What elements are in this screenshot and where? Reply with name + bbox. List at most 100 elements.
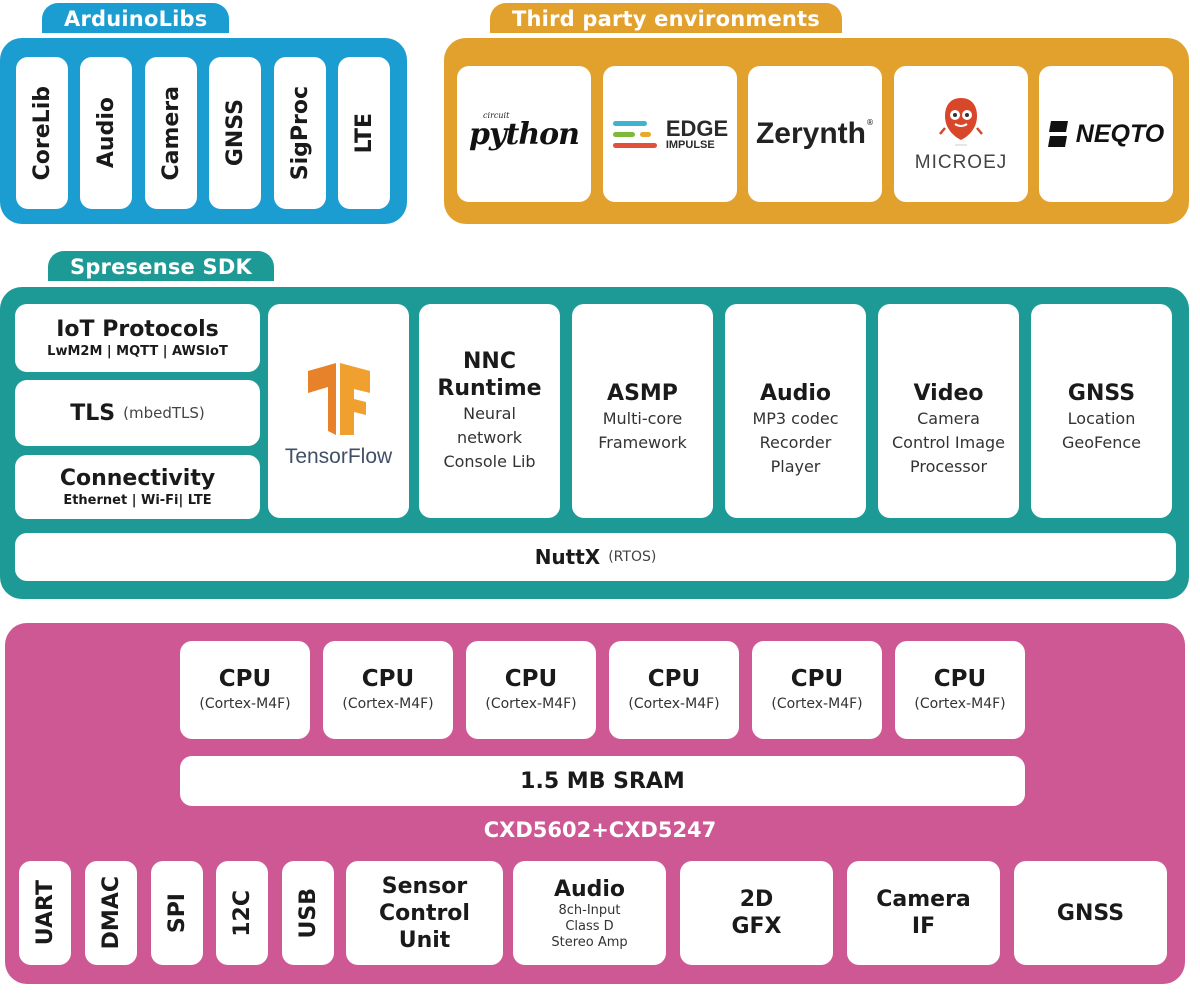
cpu-title: CPU <box>647 666 701 692</box>
peripheral-label: SPI <box>164 892 190 934</box>
connectivity-box: Connectivity Ethernet | Wi-Fi| LTE <box>15 455 260 519</box>
peripheral-spi: SPI <box>151 861 203 965</box>
edge-impulse-logo-icon <box>612 121 657 148</box>
gfx-line: GFX <box>731 914 782 939</box>
cpu-core: CPU (Cortex-M4F) <box>752 641 882 739</box>
gfx-line: 2D <box>739 887 774 912</box>
audio-line: Stereo Amp <box>551 934 628 950</box>
arduino-lib-sigproc: SigProc <box>274 57 326 209</box>
sdk-module-gnss: GNSS Location GeoFence <box>1031 304 1172 518</box>
cpu-sub: (Cortex-M4F) <box>771 696 863 712</box>
cpu-core: CPU (Cortex-M4F) <box>895 641 1025 739</box>
module-line: Camera <box>917 409 980 428</box>
spresense-sdk-title: Spresense SDK <box>48 251 274 281</box>
connectivity-list: Ethernet | Wi-Fi| LTE <box>63 492 212 508</box>
module-line: Multi-core <box>602 409 683 428</box>
nuttx-sub: (RTOS) <box>608 549 657 565</box>
camera-if-line: Camera <box>876 887 971 912</box>
tensorflow-box: TensorFlow <box>268 304 409 518</box>
module-title: Video <box>913 381 984 406</box>
cpu-core: CPU (Cortex-M4F) <box>609 641 739 739</box>
peripheral-label: UART <box>32 880 58 946</box>
tls-title: TLS <box>70 400 116 426</box>
sram-bar: 1.5 MB SRAM <box>180 756 1025 806</box>
tensorflow-logo-icon <box>307 363 370 435</box>
arduino-lib-label: Audio <box>93 97 119 169</box>
audio-hardware: Audio 8ch-Input Class D Stereo Amp <box>513 861 666 965</box>
nuttx-rtos-bar: NuttX (RTOS) <box>15 533 1176 581</box>
arduino-lib-label: Camera <box>158 85 184 181</box>
module-title: GNSS <box>1067 381 1136 406</box>
cpu-title: CPU <box>790 666 844 692</box>
third-party-python: circuit python <box>457 66 591 202</box>
connectivity-title: Connectivity <box>59 465 216 491</box>
cpu-title: CPU <box>361 666 415 692</box>
audio-line: 8ch-Input <box>558 902 621 918</box>
module-line: network <box>457 428 522 447</box>
module-line: Framework <box>598 433 687 452</box>
sensor-line: Control <box>379 900 470 926</box>
arduino-lib-label: GNSS <box>222 99 248 167</box>
third-party-neqto: NEQTO <box>1039 66 1173 202</box>
cpu-sub: (Cortex-M4F) <box>628 696 720 712</box>
microej-label: MICROEJ <box>914 152 1008 173</box>
nuttx-title: NuttX <box>534 545 601 569</box>
arduino-lib-label: SigProc <box>287 85 313 181</box>
arduino-lib-corelib: CoreLib <box>16 57 68 209</box>
audio-line: Class D <box>565 918 614 934</box>
audio-title: Audio <box>553 876 626 902</box>
module-title: ASMP <box>607 381 678 406</box>
module-line: Recorder <box>759 433 832 452</box>
module-line: Processor <box>909 457 988 476</box>
iot-protocols-list: LwM2M | MQTT | AWSIoT <box>47 343 228 359</box>
cpu-sub: (Cortex-M4F) <box>485 696 577 712</box>
camera-if: Camera IF <box>847 861 1000 965</box>
camera-if-line: IF <box>911 914 936 939</box>
module-line: Console Lib <box>443 452 536 471</box>
iot-protocols-title: IoT Protocols <box>56 316 219 342</box>
sdk-module-video: Video Camera Control Image Processor <box>878 304 1019 518</box>
third-party-zerynth: Zerynth ® <box>748 66 882 202</box>
neqto-logo-icon <box>1047 121 1068 147</box>
python-logo-icon: circuit python <box>469 111 580 152</box>
peripheral-uart: UART <box>19 861 71 965</box>
microej-mascot-icon <box>939 98 983 146</box>
third-party-microej: MICROEJ <box>894 66 1028 202</box>
module-line: GeoFence <box>1062 433 1141 452</box>
arduino-lib-gnss: GNSS <box>209 57 261 209</box>
arduino-libs-title: ArduinoLibs <box>42 3 230 33</box>
module-line: Location <box>1067 409 1136 428</box>
gnss-label: GNSS <box>1056 900 1125 926</box>
tensorflow-label: TensorFlow <box>284 445 393 468</box>
registered-mark: ® <box>866 118 874 127</box>
neqto-label: NEQTO <box>1075 119 1165 148</box>
module-title: NNC Runtime <box>437 349 542 401</box>
peripheral-12c: 12C <box>216 861 268 965</box>
arduino-lib-lte: LTE <box>338 57 390 209</box>
cpu-title: CPU <box>933 666 987 692</box>
tls-sub: (mbedTLS) <box>123 404 205 422</box>
gfx-2d: 2D GFX <box>680 861 833 965</box>
module-line: Control Image <box>891 433 1006 452</box>
third-party-edge-impulse: EDGE IMPULSE <box>603 66 737 202</box>
module-line: Neural <box>463 404 516 423</box>
sdk-module-nnc-runtime: NNC Runtime Neural network Console Lib <box>419 304 560 518</box>
python-logo-small: circuit <box>483 110 510 120</box>
cpu-sub: (Cortex-M4F) <box>914 696 1006 712</box>
edge-impulse-sub: IMPULSE <box>665 138 715 151</box>
arduino-lib-camera: Camera <box>145 57 197 209</box>
third-party-title: Third party environments <box>490 3 842 33</box>
sdk-module-audio: Audio MP3 codec Recorder Player <box>725 304 866 518</box>
python-logo-text: python <box>469 116 580 152</box>
tls-box: TLS (mbedTLS) <box>15 380 260 446</box>
cpu-title: CPU <box>504 666 558 692</box>
module-line: MP3 codec <box>752 409 839 428</box>
peripheral-usb: USB <box>282 861 334 965</box>
arduino-lib-label: LTE <box>351 112 377 154</box>
cpu-core: CPU (Cortex-M4F) <box>466 641 596 739</box>
sensor-line: Sensor <box>381 873 468 899</box>
arduino-lib-audio: Audio <box>80 57 132 209</box>
cpu-title: CPU <box>218 666 272 692</box>
peripheral-label: USB <box>295 887 321 939</box>
cpu-core: CPU(Cortex-M4F) <box>323 641 453 739</box>
